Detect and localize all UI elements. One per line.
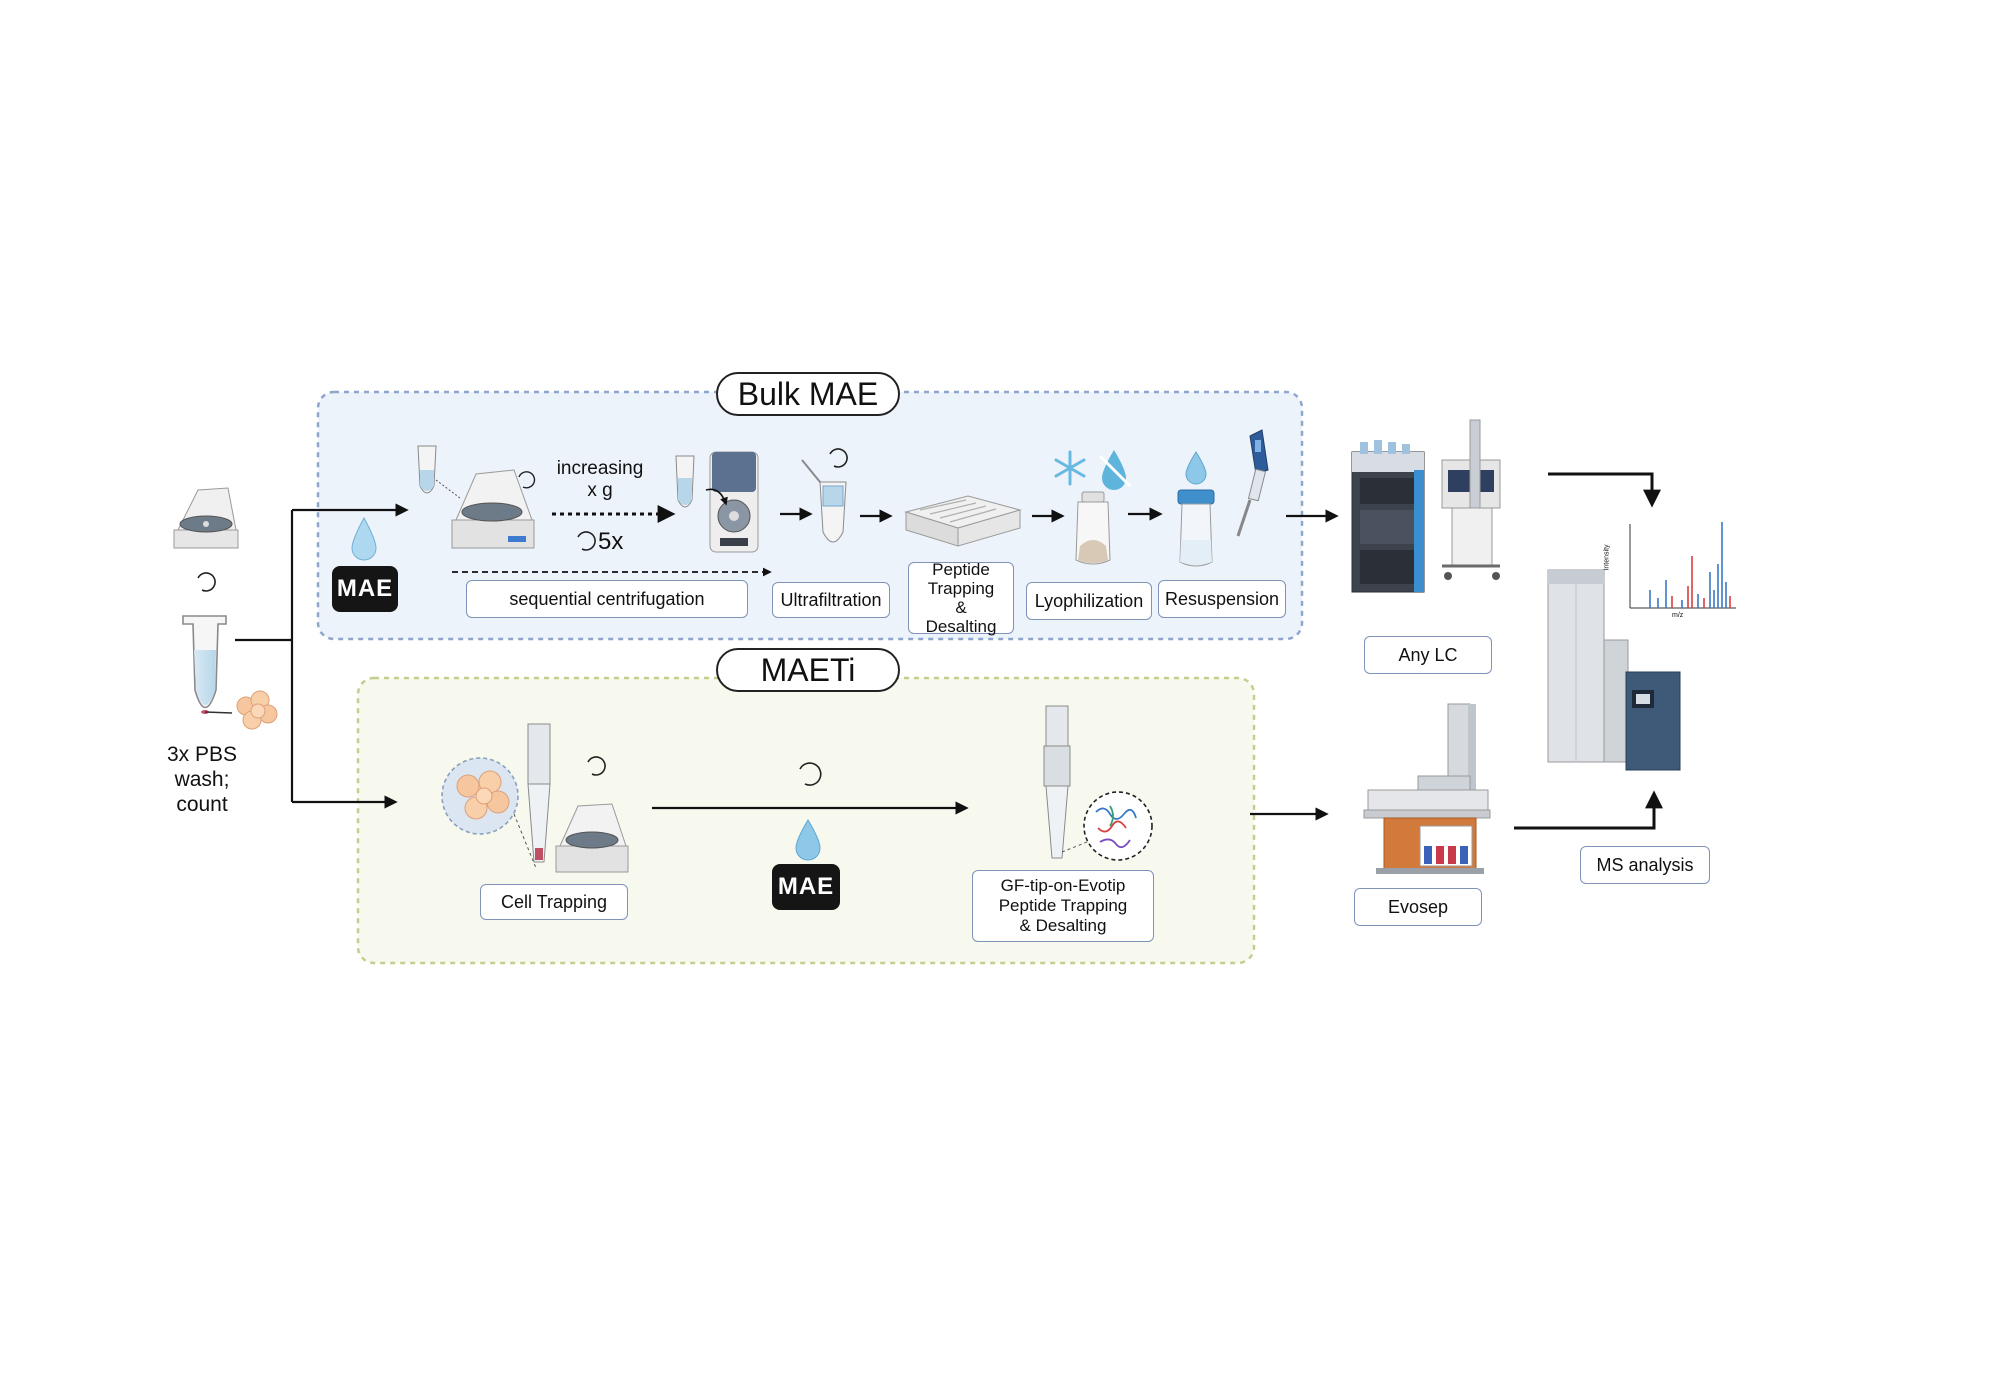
any-lc-label: Any LC <box>1364 636 1492 674</box>
lc-system-icon <box>1351 419 1501 593</box>
benchtop-centrifuge-icon <box>555 803 629 873</box>
rotate-icon <box>518 471 536 489</box>
step-ultrafiltration: Ultrafiltration <box>772 582 890 618</box>
start-label: 3x PBS wash; count <box>150 742 254 817</box>
water-drop-icon <box>795 819 821 861</box>
maeti-mae-badge: MAE <box>772 864 840 910</box>
start-label-line: count <box>176 793 228 816</box>
step-lyophilization: Lyophilization <box>1026 582 1152 620</box>
increasing-xg-label: increasing x g <box>548 458 652 502</box>
cell-tube-icon <box>182 615 233 714</box>
cell-cluster-icon <box>456 770 510 820</box>
rotate-icon <box>799 762 822 786</box>
step-gf-tip: GF-tip-on-Evotip Peptide Trapping & Desa… <box>972 870 1154 942</box>
small-tube-icon <box>675 455 695 508</box>
small-tube-icon <box>417 445 437 494</box>
well-plate-icon <box>904 495 1022 547</box>
mass-spectrometer-icon <box>1547 569 1681 771</box>
gf-tip-line: GF-tip-on-Evotip <box>1000 876 1126 895</box>
spectrum-ylabel: Intensity <box>1603 544 1611 571</box>
peptides-icon <box>1095 805 1137 849</box>
rotate-icon <box>197 572 216 592</box>
evosep-to-ms-arrow <box>1514 790 1663 830</box>
pipette-icon <box>1236 429 1269 537</box>
bulk-mae-badge: MAE <box>332 566 398 612</box>
evosep-icon <box>1363 703 1491 874</box>
step-sequential-centrifugation: sequential centrifugation <box>466 580 748 618</box>
gf-tip-line: & Desalting <box>1019 916 1107 935</box>
lyophilized-vial-icon <box>1075 491 1111 565</box>
rotate-icon <box>587 756 606 776</box>
benchtop-centrifuge-icon <box>451 469 535 549</box>
evotip-icon <box>527 723 551 863</box>
repeat-count: 5x <box>598 528 624 555</box>
no-water-icon <box>1098 450 1132 490</box>
cell-cluster-icon <box>236 690 278 730</box>
microcentrifuge-icon <box>709 451 759 553</box>
increasing-xg-line: x g <box>587 480 613 501</box>
start-centrifuge-icon <box>173 487 239 549</box>
ms-analysis-label: MS analysis <box>1580 846 1710 884</box>
peptide-trapping-line: & <box>955 598 967 617</box>
peptide-trapping-line: Trapping <box>927 579 995 598</box>
step-cell-trapping: Cell Trapping <box>480 884 628 920</box>
spectrum-xlabel: m/z <box>1672 612 1684 619</box>
peptide-trapping-line: Peptide <box>932 560 990 579</box>
water-drop-icon <box>1185 451 1207 485</box>
step-peptide-trapping: Peptide Trapping & Desalting <box>908 560 1014 636</box>
increasing-xg-line: increasing <box>556 458 644 479</box>
maeti-title: MAETi <box>716 648 900 692</box>
rotate-icon <box>577 531 596 551</box>
gf-tip-icon <box>1043 705 1071 859</box>
peptide-trapping-line: Desalting <box>925 617 997 636</box>
resuspended-vial-icon <box>1177 489 1215 567</box>
water-drop-icon <box>351 516 377 561</box>
start-branch-connector <box>235 503 409 809</box>
mass-spectrum-chart <box>1629 522 1736 609</box>
lc-to-ms-arrow <box>1548 472 1661 508</box>
gf-tip-line: Peptide Trapping <box>998 896 1128 915</box>
evosep-label: Evosep <box>1354 888 1482 926</box>
start-label-line: 3x PBS <box>166 743 238 766</box>
step-resuspension: Resuspension <box>1158 580 1286 618</box>
rotate-icon <box>829 448 848 468</box>
ultrafiltration-tube-icon <box>801 459 847 543</box>
start-label-line: wash; <box>174 768 230 791</box>
snowflake-icon <box>1054 450 1086 486</box>
bulk-mae-title: Bulk MAE <box>716 372 900 416</box>
peptide-magnify-icon <box>1083 791 1153 861</box>
